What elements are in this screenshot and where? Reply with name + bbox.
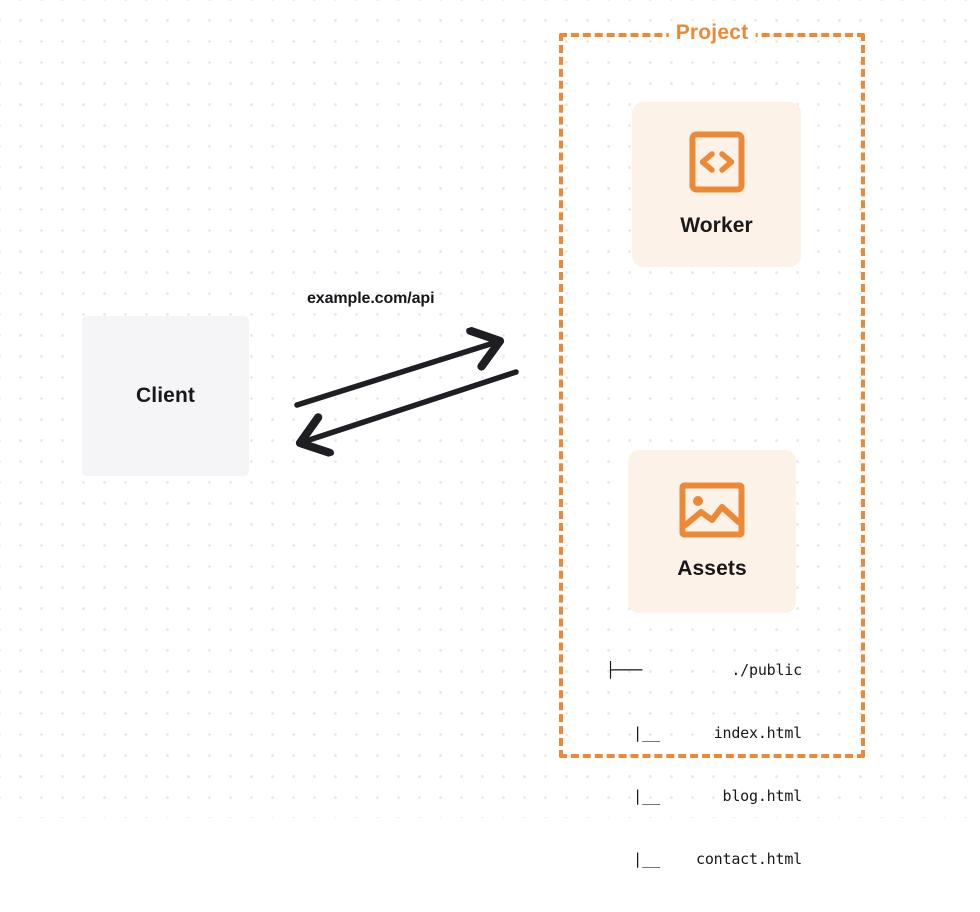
tree-item-name: index.html [713, 724, 803, 742]
code-brackets-icon [689, 131, 745, 198]
assets-card-label: Assets [677, 557, 747, 580]
diagram-canvas: Client example.com/api Project [0, 0, 980, 868]
tree-branch-glyph: |__ [606, 850, 661, 868]
file-tree-row: ├─── ./public [606, 660, 802, 681]
client-node[interactable]: Client [82, 316, 249, 476]
assets-card[interactable]: Assets [628, 450, 796, 613]
request-url-label: example.com/api [307, 290, 435, 307]
file-tree-row: |__ index.html [606, 723, 802, 744]
tree-item-name: ./public [731, 661, 802, 679]
project-group-title: Project [668, 21, 756, 45]
assets-file-tree: ├─── ./public |__ index.html |__ blog.ht… [606, 618, 802, 912]
tree-item-name: blog.html [722, 787, 803, 805]
worker-card-label: Worker [680, 214, 753, 237]
arrow-project-to-client [300, 369, 519, 443]
tree-branch-glyph: |__ [606, 787, 661, 805]
tree-branch-glyph: ├─── [606, 661, 643, 679]
worker-card[interactable]: Worker [632, 102, 801, 267]
tree-item-name: contact.html [696, 850, 802, 868]
tree-branch-glyph: |__ [606, 724, 661, 742]
file-tree-row: |__ contact.html [606, 849, 802, 870]
arrow-client-to-project [294, 341, 500, 408]
image-icon [679, 482, 745, 543]
file-tree-row: |__ blog.html [606, 786, 802, 807]
project-group-boundary: Project [559, 21, 865, 758]
client-node-label: Client [136, 384, 195, 407]
